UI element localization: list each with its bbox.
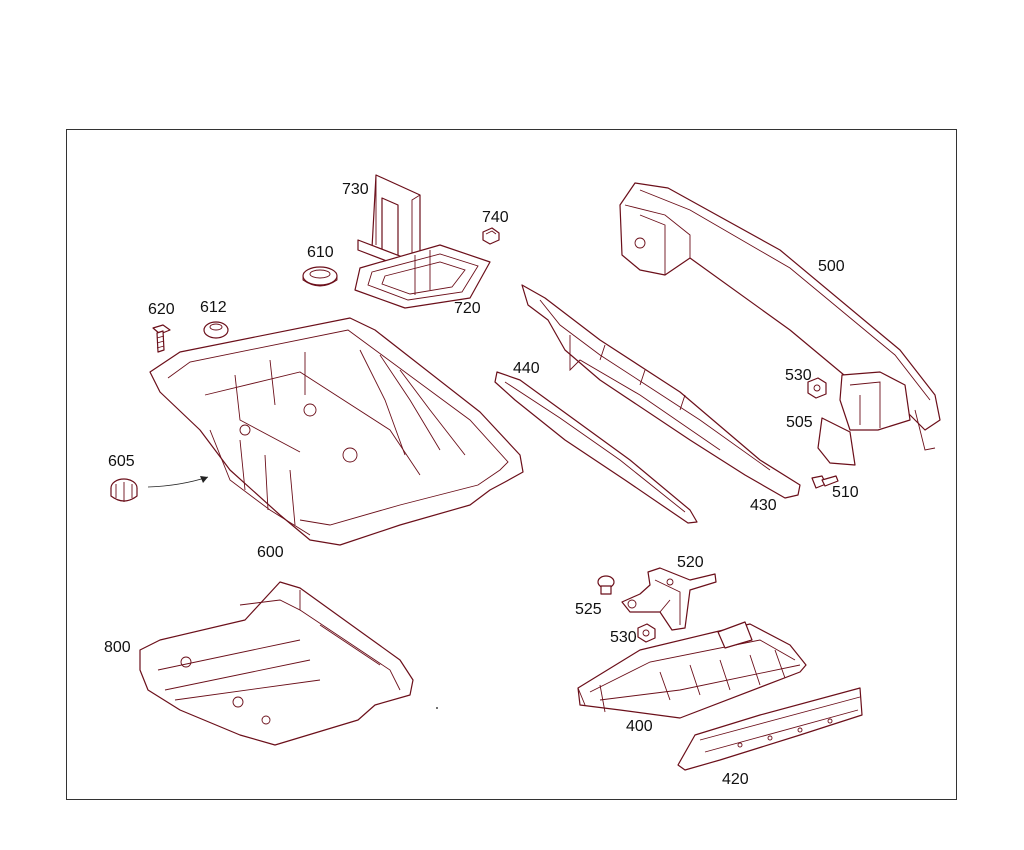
label-530-lower: 530 [610,629,637,646]
label-600: 600 [257,544,284,561]
part-400-floor-section [577,621,807,719]
label-612: 612 [200,299,227,316]
part-520-bracket [621,567,717,631]
part-420-rail [677,687,863,771]
part-720-tray [354,244,491,309]
part-510-bolt [811,475,839,489]
label-730: 730 [342,181,369,198]
diagram-frame [66,129,957,800]
part-505-plate [817,417,856,466]
label-610: 610 [307,244,334,261]
label-510: 510 [832,484,859,501]
label-500: 500 [818,258,845,275]
part-530-nut-lower [637,623,656,643]
stray-dot [436,707,438,709]
label-740: 740 [482,209,509,226]
part-530-nut-upper [807,377,827,399]
part-612-grommet [203,321,229,339]
label-505: 505 [786,414,813,431]
part-500-cross-member [619,182,941,451]
label-430: 430 [750,497,777,514]
label-520: 520 [677,554,704,571]
label-605: 605 [108,453,135,470]
part-740-nut [482,227,500,245]
part-440-strip [494,371,698,524]
part-525-bolt [597,575,615,595]
label-720: 720 [454,300,481,317]
label-400: 400 [626,718,653,735]
label-620: 620 [148,301,175,318]
part-605-clip [110,478,138,502]
part-620-bolt [152,324,171,353]
label-440: 440 [513,360,540,377]
part-430-rail [521,284,801,499]
label-420: 420 [722,771,749,788]
part-610-grommet [302,266,338,287]
label-525: 525 [575,601,602,618]
label-530-upper: 530 [785,367,812,384]
part-600-wheel-well [149,317,524,546]
part-800-underbody-panel [139,581,414,746]
label-800: 800 [104,639,131,656]
arrow-605-to-600 [147,476,209,488]
